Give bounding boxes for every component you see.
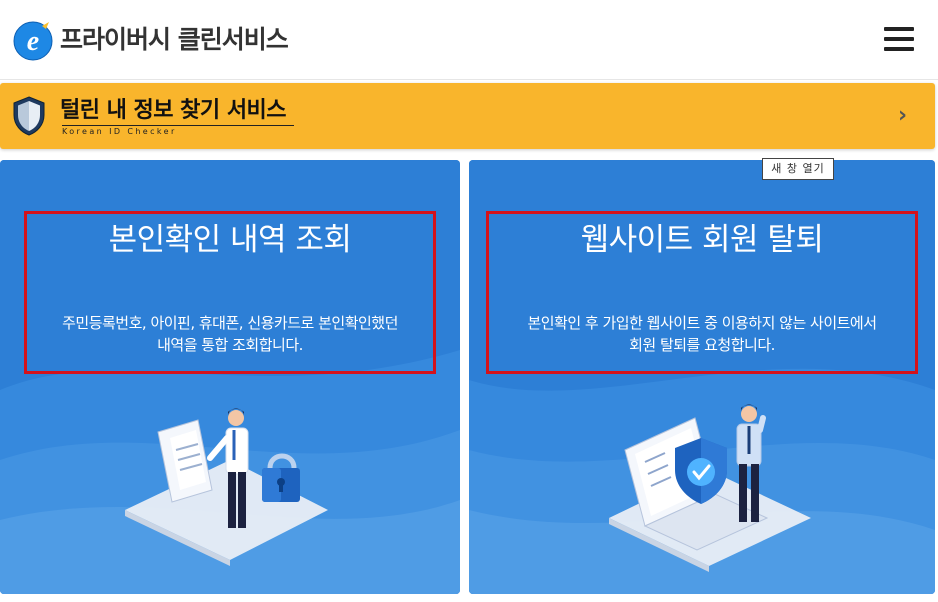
card-description: 본인확인 후 가입한 웹사이트 중 이용하지 않는 사이트에서 회원 탈퇴를 요…	[469, 312, 935, 356]
highlight-box	[24, 211, 436, 374]
hamburger-menu-icon[interactable]	[884, 27, 916, 53]
card-title: 본인확인 내역 조회	[108, 222, 352, 258]
identity-history-card[interactable]: 본인확인 내역 조회 주민등록번호, 아이핀, 휴대폰, 신용카드로 본인확인했…	[0, 160, 460, 594]
chevron-right-icon[interactable]: ›	[898, 103, 908, 128]
card-description-line: 회원 탈퇴를 요청합니다.	[629, 336, 775, 354]
shield-icon	[13, 96, 45, 136]
svg-text:e: e	[27, 26, 39, 57]
korean-id-checker-banner[interactable]: 털린 내 정보 찾기 서비스 Korean ID Checker ›	[0, 83, 935, 149]
e-logo-icon[interactable]: e	[12, 20, 54, 62]
card-description-line: 주민등록번호, 아이핀, 휴대폰, 신용카드로 본인확인했던	[62, 314, 398, 332]
banner-title: 털린 내 정보 찾기 서비스	[60, 98, 287, 123]
highlight-box	[486, 211, 918, 374]
card-title: 웹사이트 회원 탈퇴	[580, 222, 824, 258]
new-window-tooltip: 새 창 열기	[762, 158, 834, 180]
wave-background	[469, 160, 935, 594]
card-description: 주민등록번호, 아이핀, 휴대폰, 신용카드로 본인확인했던 내역을 통합 조회…	[0, 312, 460, 356]
card-description-line: 내역을 통합 조회합니다.	[157, 336, 303, 354]
laptop-shield-illustration	[609, 404, 811, 572]
card-description-line: 본인확인 후 가입한 웹사이트 중 이용하지 않는 사이트에서	[527, 314, 877, 332]
site-title[interactable]: 프라이버시 클린서비스	[60, 25, 289, 54]
banner-subtitle: Korean ID Checker	[62, 125, 294, 136]
site-header: e 프라이버시 클린서비스	[0, 0, 938, 80]
website-withdrawal-card[interactable]: 웹사이트 회원 탈퇴 본인확인 후 가입한 웹사이트 중 이용하지 않는 사이트…	[469, 160, 935, 594]
document-verification-illustration	[125, 408, 328, 566]
